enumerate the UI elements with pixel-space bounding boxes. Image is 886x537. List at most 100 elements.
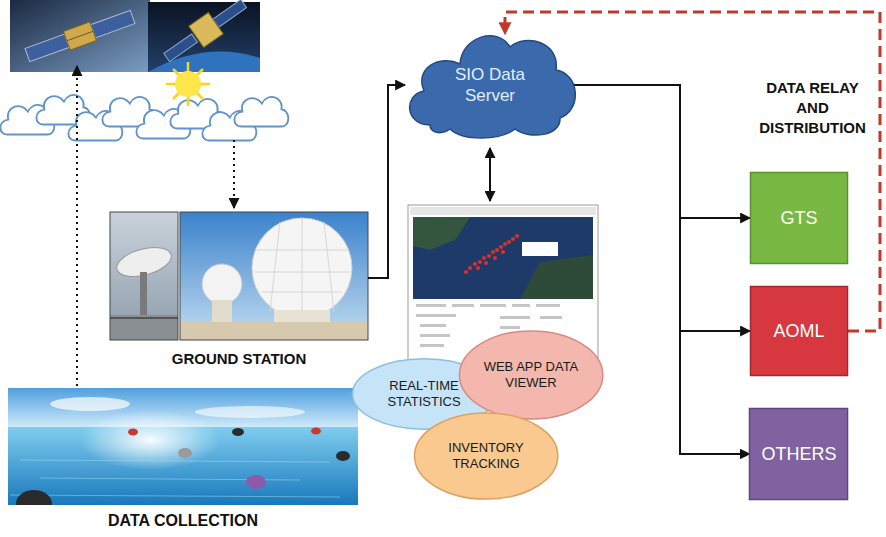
web-app-screenshot-part-part [540,316,562,319]
web-app-screenshot-part-part [511,237,515,241]
satellite-icon-part [91,10,135,38]
relay-arrow [574,85,750,454]
web-app-screenshot-part-part [493,256,497,260]
ocean-buoys-photo-part [232,428,244,436]
web-app-screenshot-part [410,207,596,215]
relay-box-text: OTHERS [761,443,836,466]
web-app-screenshot-part-part [416,314,456,317]
web-app-screenshot-part-part [452,304,474,307]
ocean-buoys-photo-part [336,451,350,461]
web-app-screenshot-part-part [487,254,491,258]
web-app-screenshot-part [520,255,593,299]
web-app-screenshot-part-part [476,266,480,270]
web-app-screenshot-part-part [501,250,505,254]
ground-station-photo-part [110,315,178,340]
web-app-screenshot-part-part [515,234,519,238]
relay-arrow [574,85,750,218]
satellite-icon-part [67,31,93,41]
ground-station-photo-part-part [270,218,334,318]
web-app-screenshot-part [413,217,470,250]
web-app-screenshot-part-part [500,316,530,319]
sun-icon-part-part [173,69,203,99]
relay-box-fill [750,286,847,375]
ocean-buoys-photo-part [50,397,130,411]
inventory-ellipse-text: INVENTORY TRACKING [438,440,534,472]
satellite-icon-part [164,34,198,62]
relay-box: GTS [750,172,848,264]
web-app-screenshot-part-part [536,304,560,307]
ocean-buoys-photo-part [10,460,340,497]
inventory-ellipse-fill [414,413,557,499]
photo-frame [148,2,260,72]
uplink-arrow [368,85,405,278]
web-app-screenshot-part-part [482,256,486,260]
web-app-screenshot-part-part [420,334,450,337]
web-app-screenshot-part-part [464,270,468,274]
web-app-screenshot-part-part [512,304,530,307]
web-app-screenshot-part [522,242,558,256]
satellite-photo [10,0,260,72]
web-app-screenshot-part-part [495,248,499,252]
satellite-icon-part [25,34,69,62]
web-app-screenshot-part-part [499,245,503,249]
uplink-dotted-arrow [76,66,78,386]
ground-station-photo-part [252,218,352,318]
ocean-buoys-photo [8,388,358,505]
web-app-screenshot-part [413,217,593,299]
web-app-screenshot-part-part [480,304,506,307]
sun-icon-part-part [173,69,203,99]
web-app-screenshot-part-part [420,344,444,347]
data-collection-text: DATA COLLECTION [108,511,258,531]
web-app-screenshot-part-part [420,324,446,327]
ocean-buoys-photo-part [195,406,305,418]
feedback-dashed-arrow [505,12,880,331]
relay-box-fill [750,172,847,263]
ground-station-photo-part [254,218,350,318]
web-app-screenshot-part-part [478,260,482,264]
ground-station-photo-part [202,264,242,304]
ground-station-text: GROUND STATION [172,349,306,368]
web-app-screenshot-part-part [484,261,488,265]
ground-station-photo-part [212,300,232,325]
ground-station-photo [180,212,368,340]
web-app-screenshot-part-part [416,304,446,307]
satellite-icon [159,0,251,68]
web-app-screenshot-part-part [500,326,520,329]
web-app-screenshot-part-part [491,250,495,254]
web-app-screenshot-part-part [473,262,477,266]
web-app-screenshot-part-part [503,242,507,246]
two-way-arrow [489,148,491,201]
inventory-ellipse: INVENTORY TRACKING [413,412,559,500]
ground-station-photo-part [110,212,178,340]
web-app-screenshot-part [464,234,519,274]
ground-station-photo [110,212,178,340]
satellite-icon-part [213,0,247,27]
photo-frame [10,0,150,72]
data-collection: DATA COLLECTION [8,388,358,531]
server-cloud-text: SIO Data Server [440,64,540,106]
section-heading-holder: DATA RELAY AND DISTRIBUTION [750,78,875,138]
ground-station-photo-part [140,272,147,317]
ocean-buoys-photo-part [311,428,321,435]
ocean-buoys-photo-part [128,429,138,436]
ground-station-photo-part [180,322,368,340]
relay-box-text: GTS [780,207,817,230]
cloud-row [0,95,288,141]
relay-box: AOML [750,286,848,376]
server-cloud-fill [410,36,576,138]
viewer-ellipse: WEB APP DATA VIEWER [458,330,604,420]
viewer-ellipse-fill [459,331,602,419]
section-heading: DATA RELAY AND DISTRIBUTION [750,78,875,138]
relay-box-fill [750,408,848,499]
sun-icon-part [175,71,201,97]
stat-ellipse-text: REAL-TIME STATISTICS [376,378,472,410]
relay-arrow [574,85,750,331]
ocean-buoys-photo-part [178,448,192,458]
ground-station-photo-part [180,212,368,340]
satellite-icon [24,7,136,64]
relay-box-text: AOML [773,320,824,343]
satellite-icon-part [63,22,96,50]
sun-icon-part [166,62,210,106]
photo-border [110,212,178,340]
